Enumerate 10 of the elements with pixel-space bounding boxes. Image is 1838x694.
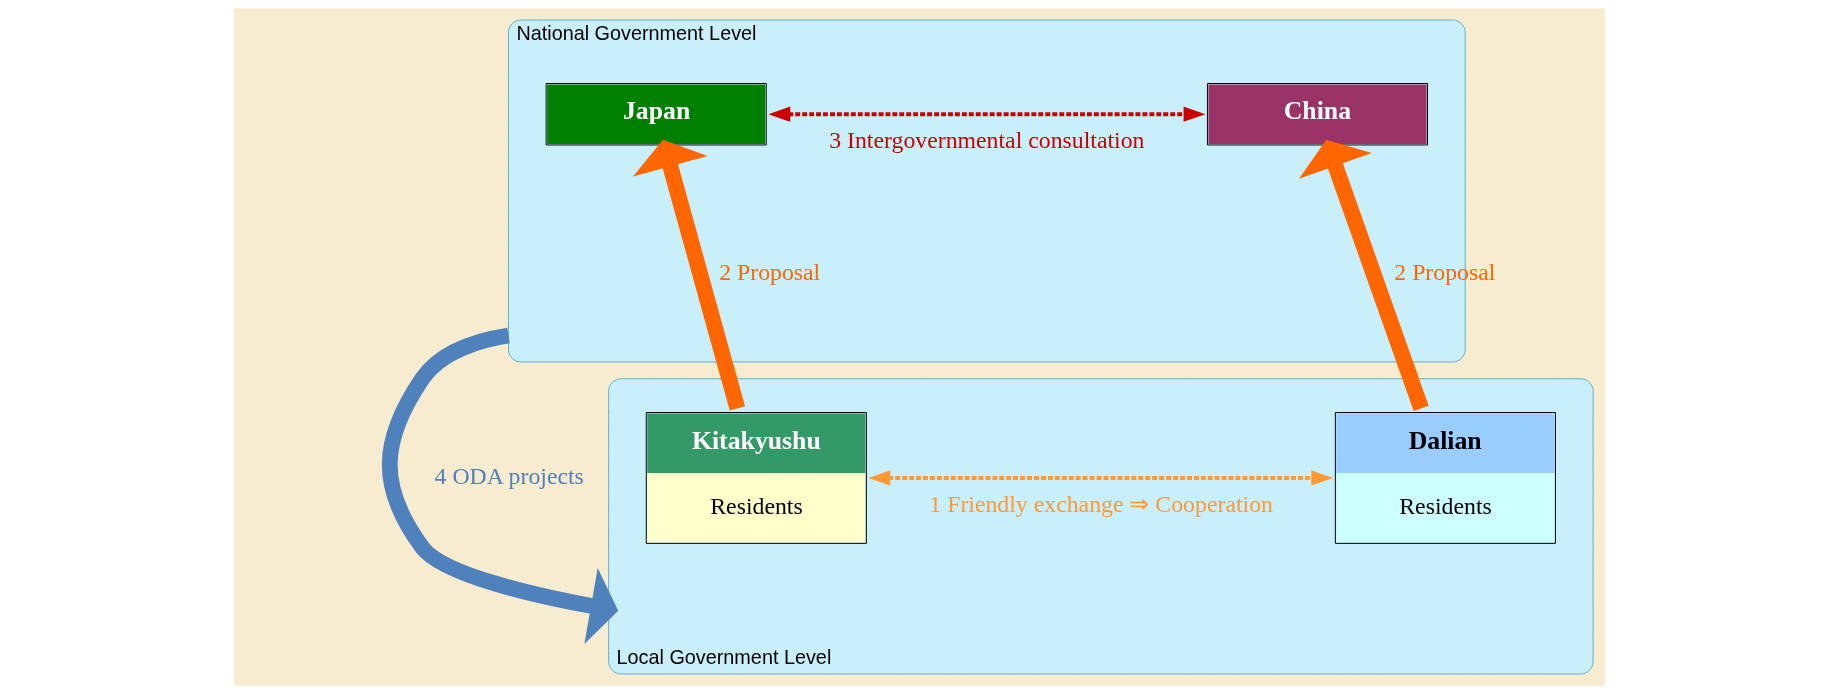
edge-label: 3 Intergovernmental consultation [828,127,1144,154]
arrow [1298,139,1429,412]
edge-label: 2 Proposal [1393,258,1495,285]
edge-label: 2 Proposal [718,258,820,285]
arrow [867,470,1333,486]
arrow [381,327,618,644]
arrow [767,106,1205,122]
edge-label: 1 Friendly exchange ⇒ Cooperation [928,490,1273,517]
arrow [632,139,745,411]
edge-label: 4 ODA projects [434,463,584,490]
